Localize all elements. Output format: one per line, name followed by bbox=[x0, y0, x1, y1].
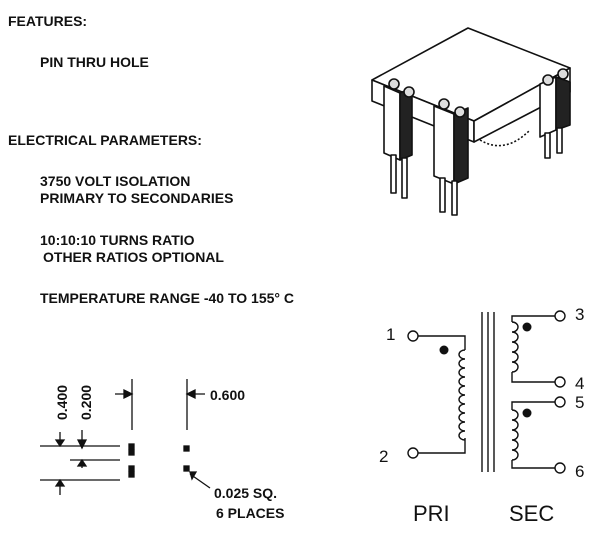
arrowhead bbox=[123, 388, 134, 400]
arrowhead bbox=[76, 439, 88, 450]
pin-label-5: 5 bbox=[575, 393, 585, 412]
secondary-coil-top bbox=[511, 321, 519, 373]
pad bbox=[128, 471, 135, 478]
pin-center-a bbox=[439, 177, 446, 213]
secondary-coil-bottom bbox=[511, 409, 519, 461]
primary-coil bbox=[458, 349, 466, 441]
isolation-line-1: 3750 VOLT ISOLATION bbox=[40, 173, 191, 189]
pin-4-terminal bbox=[554, 376, 566, 388]
turns-ratio-line-2: OTHER RATIOS OPTIONAL bbox=[43, 249, 224, 265]
features-heading: FEATURES: bbox=[8, 13, 88, 29]
temperature-range: TEMPERATURE RANGE -40 TO 155° C bbox=[40, 290, 295, 306]
polarity-dot-secondary-top bbox=[522, 322, 532, 332]
pin-2-terminal bbox=[407, 447, 419, 459]
arrowhead bbox=[54, 439, 66, 448]
dim-0600: 0.600 bbox=[210, 387, 246, 403]
polarity-dot-secondary-bottom bbox=[522, 408, 532, 418]
primary-label: PRI bbox=[413, 501, 450, 526]
pin-label-3: 3 bbox=[575, 305, 585, 324]
pin-left-a bbox=[390, 154, 397, 194]
pin-3-terminal bbox=[554, 310, 566, 322]
polarity-dot-primary bbox=[439, 345, 449, 355]
turns-ratio-line-1: 10:10:10 TURNS RATIO bbox=[40, 232, 195, 248]
secondary-label: SEC bbox=[509, 501, 555, 526]
pad-note-line-1: 0.025 SQ. bbox=[214, 485, 278, 501]
pad bbox=[183, 465, 190, 472]
pin-label-6: 6 bbox=[575, 462, 585, 481]
pin-5-terminal bbox=[554, 396, 566, 408]
pad bbox=[128, 465, 135, 472]
arrowhead bbox=[76, 458, 88, 467]
isolation-line-2: PRIMARY TO SECONDARIES bbox=[40, 190, 234, 206]
pin-label-4: 4 bbox=[575, 374, 585, 393]
arrowhead bbox=[185, 388, 196, 400]
pad-note-line-2: 6 PLACES bbox=[216, 505, 285, 521]
pin-1-terminal bbox=[407, 330, 419, 342]
arrowhead bbox=[54, 478, 66, 487]
pad bbox=[183, 445, 190, 452]
pad bbox=[128, 443, 135, 450]
arrowhead bbox=[189, 471, 198, 481]
pin-label-2: 2 bbox=[379, 447, 389, 466]
electrical-heading: ELECTRICAL PARAMETERS: bbox=[8, 132, 202, 148]
pad bbox=[128, 449, 135, 456]
pin-label-1: 1 bbox=[386, 325, 396, 344]
feature-pin-thru-hole: PIN THRU HOLE bbox=[40, 54, 149, 70]
pin-6-terminal bbox=[554, 462, 566, 474]
screw bbox=[388, 78, 400, 90]
pin-right-a bbox=[544, 132, 551, 159]
